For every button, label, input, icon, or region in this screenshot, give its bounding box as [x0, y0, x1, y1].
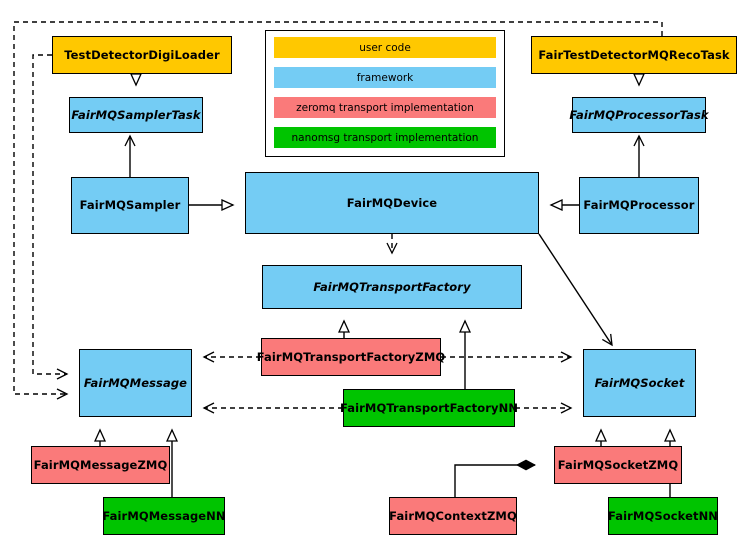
class-node-FairMQContextZMQ[interactable]: FairMQContextZMQ: [389, 497, 517, 535]
legend-item-zeromq-transport-implementation: zeromq transport implementation: [274, 97, 496, 118]
class-node-FairMQMessageZMQ[interactable]: FairMQMessageZMQ: [31, 446, 170, 484]
legend-item-nanomsg-transport-implementation: nanomsg transport implementation: [274, 127, 496, 148]
class-node-FairMQTransportFactoryNN[interactable]: FairMQTransportFactoryNN: [340, 389, 518, 427]
class-node-FairMQSocketNN[interactable]: FairMQSocketNN: [608, 497, 718, 535]
class-node-FairMQSocketZMQ[interactable]: FairMQSocketZMQ: [554, 446, 682, 484]
legend-item-user-code: user code: [274, 37, 496, 58]
class-node-FairMQMessageNN[interactable]: FairMQMessageNN: [102, 497, 226, 535]
legend-item-framework: framework: [274, 67, 496, 88]
